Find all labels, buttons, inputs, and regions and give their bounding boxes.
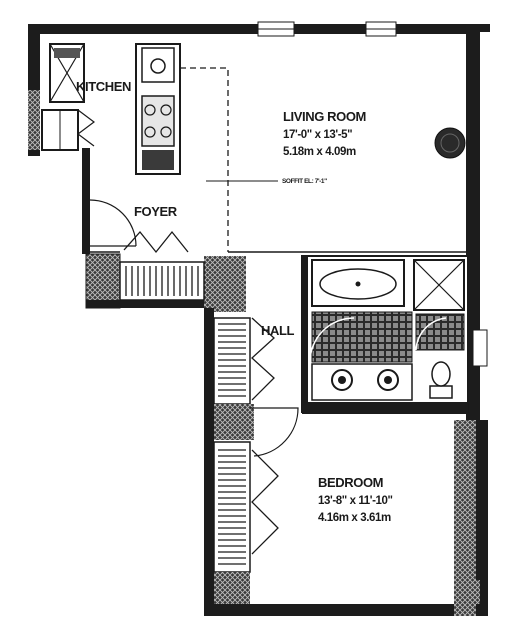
- foyer-label: FOYER: [134, 204, 178, 219]
- soffit-note: SOFFIT EL: 7'-1": [282, 178, 327, 185]
- kitchen-label: KITCHEN: [76, 79, 131, 94]
- living-room-label: LIVING ROOM: [283, 109, 366, 124]
- bedroom-label: BEDROOM: [318, 475, 383, 490]
- exterior-walls: [28, 21, 490, 616]
- plant-icon: [434, 127, 466, 159]
- bedroom-dim-imperial: 13'-8" x 11'-10": [318, 495, 393, 507]
- living-room-dim-metric: 5.18m x 4.09m: [283, 146, 356, 158]
- hall-closets: [213, 317, 279, 604]
- hall-label: HALL: [261, 323, 295, 338]
- soffit-outline: [180, 67, 229, 252]
- foyer-area: [89, 199, 205, 301]
- bathroom-area: [301, 255, 469, 414]
- bedroom-door-swing: [250, 407, 299, 457]
- bedroom-dim-metric: 4.16m x 3.61m: [318, 512, 391, 524]
- living-room-dim-imperial: 17'-0" x 13'-5": [283, 129, 352, 141]
- kitchen-area: [41, 43, 181, 175]
